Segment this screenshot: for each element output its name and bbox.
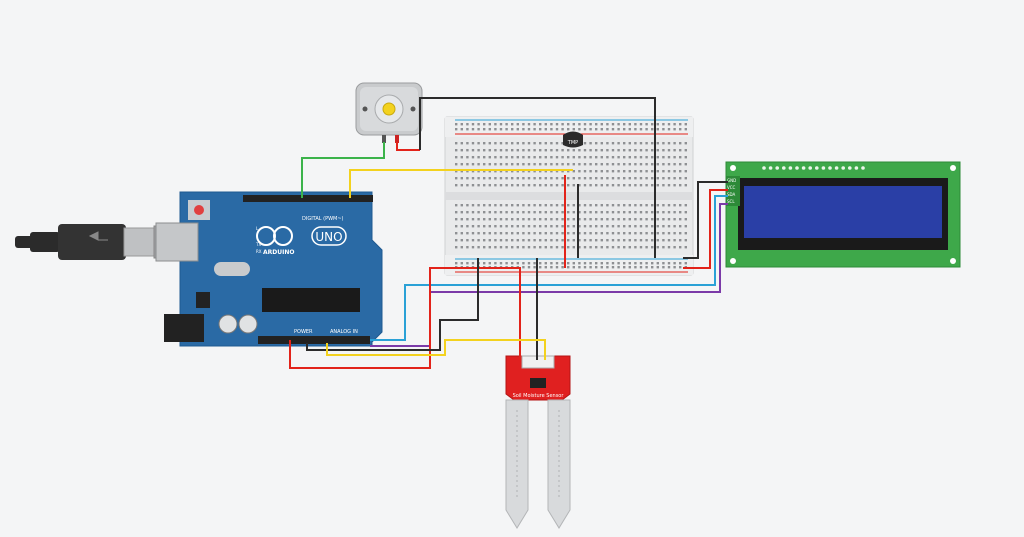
lcd-pin-sda: SDA (727, 192, 736, 197)
breadboard-holes (455, 123, 687, 269)
lcd-pin-scl: SCL (727, 199, 735, 204)
temperature-sensor[interactable]: TMP (563, 131, 583, 148)
wire-arduino-black[interactable] (306, 258, 479, 351)
wire-sensor-yellow[interactable] (326, 339, 546, 360)
wire-green[interactable] (301, 142, 385, 198)
breadboard[interactable] (444, 116, 694, 276)
wire-motor-red[interactable] (396, 142, 420, 151)
lcd-display[interactable]: GND VCC SDA SCL (725, 161, 961, 268)
sensor-label: Soil Moisture Sensor (513, 393, 565, 399)
wire-lcd-vcc[interactable] (683, 189, 728, 269)
l-led-label: L (256, 226, 259, 231)
tx-label: TX (255, 242, 261, 247)
arduino-uno[interactable]: ARDUINO UNO DIGITAL (PWM~) POWER ANALOG … (155, 191, 383, 347)
arduino-brand: ARDUINO (263, 249, 294, 256)
power-label: POWER (294, 329, 313, 335)
wire-motor-black[interactable] (419, 97, 656, 258)
digital-pins-label: DIGITAL (PWM~) (302, 216, 344, 222)
dc-motor[interactable] (355, 82, 423, 143)
tmp-label: TMP (567, 140, 578, 146)
wire-lcd-sda[interactable] (370, 195, 728, 341)
wire-lcd-gnd[interactable] (683, 181, 728, 259)
wires (289, 97, 728, 369)
arduino-logo (256, 226, 293, 246)
arduino-model: UNO (315, 230, 342, 244)
wire-arduino-red[interactable] (289, 267, 521, 369)
wire-lcd-scl[interactable] (370, 203, 728, 347)
wire-yellow-top[interactable] (349, 169, 573, 198)
analog-in-label: ANALOG IN (330, 329, 358, 335)
lcd-pin-vcc: VCC (727, 185, 736, 190)
rx-label: RX (256, 249, 262, 254)
lcd-header-pins (762, 166, 865, 170)
lcd-pin-gnd: GND (727, 178, 736, 183)
soil-moisture-sensor[interactable]: Soil Moisture Sensor (505, 355, 571, 529)
